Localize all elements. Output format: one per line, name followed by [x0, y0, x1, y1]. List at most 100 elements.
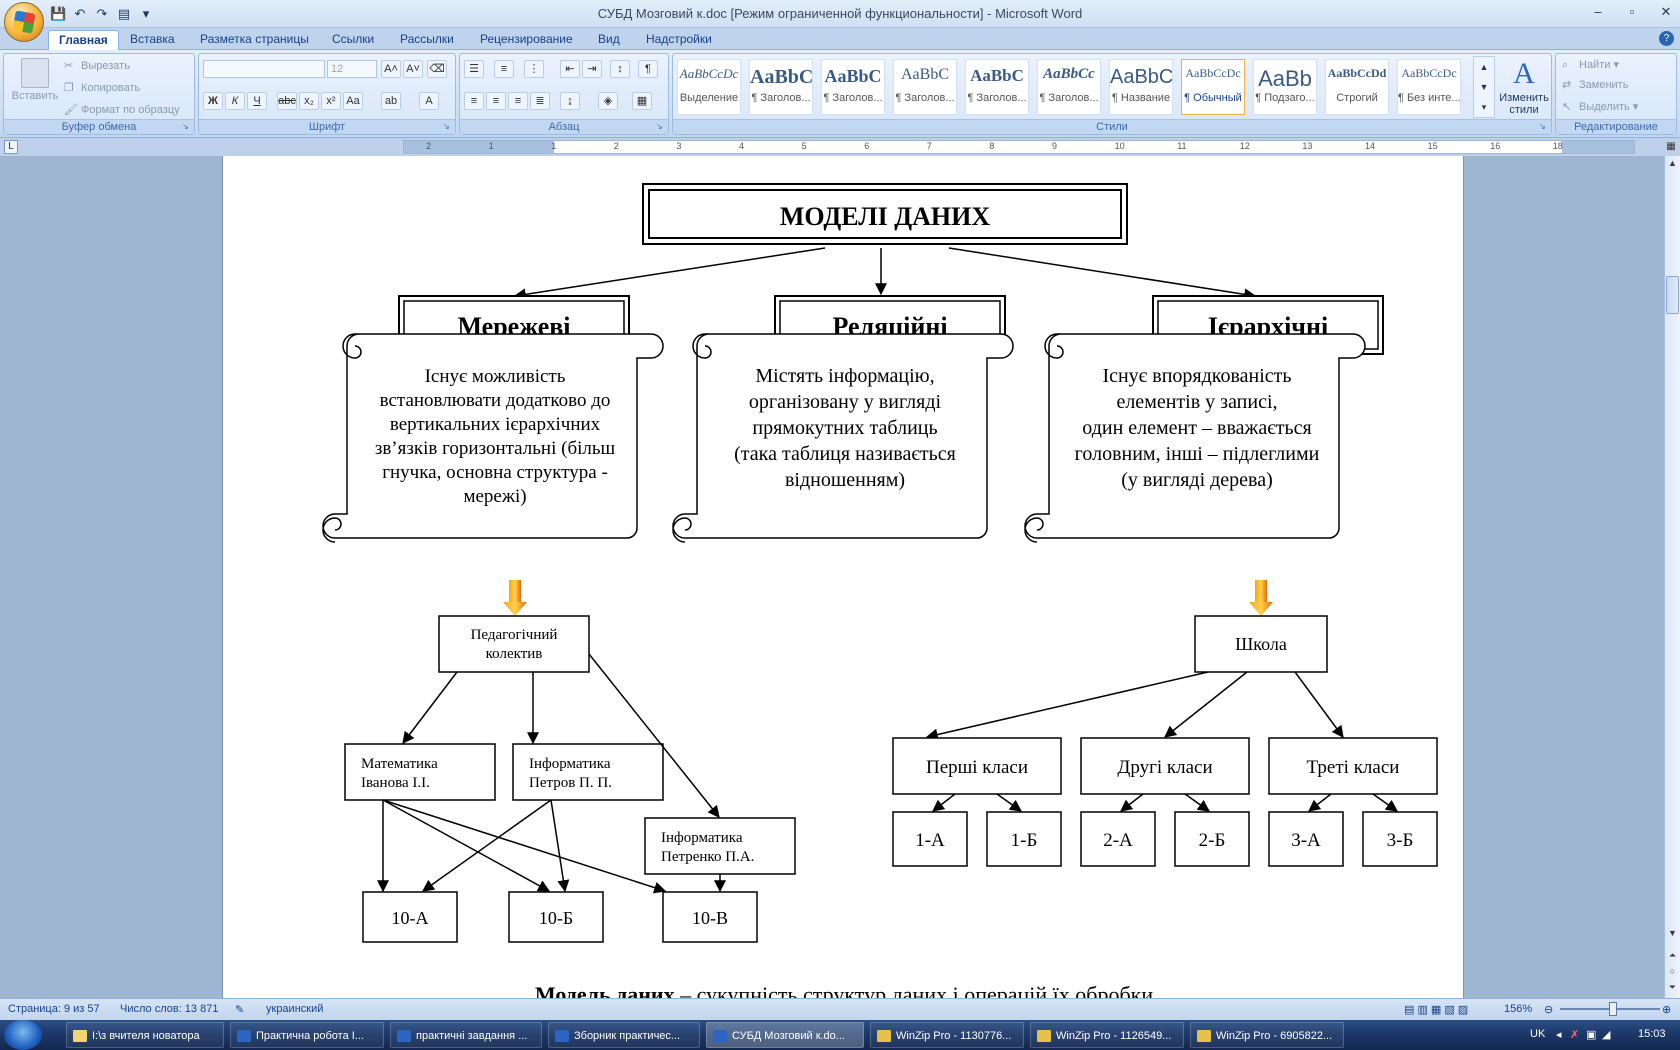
align-right-icon[interactable]: ≡ — [508, 92, 528, 110]
select-button[interactable]: ↖Выделить ▾ — [1562, 101, 1639, 114]
clear-format-icon[interactable]: ⌫ — [427, 60, 447, 78]
change-styles-button[interactable]: A Изменить стили — [1495, 56, 1553, 116]
taskbar-item[interactable]: WinZip Pro - 1130776... — [870, 1022, 1024, 1048]
undo-icon[interactable]: ↶ — [74, 6, 86, 21]
highlight-icon[interactable]: ab — [381, 92, 401, 110]
replace-button[interactable]: ⇄Заменить — [1562, 79, 1628, 91]
format-painter-button[interactable]: 🖌Формат по образцу — [64, 104, 180, 116]
tray-clock[interactable]: 15:03 — [1638, 1028, 1666, 1040]
start-button[interactable] — [4, 1020, 42, 1050]
paste-button[interactable]: Вставить — [10, 58, 60, 102]
zoom-out-icon[interactable]: ⊖ — [1544, 1004, 1554, 1016]
subscript-icon[interactable]: x₂ — [299, 92, 319, 110]
taskbar-item[interactable]: Практична робота І... — [230, 1022, 384, 1048]
zoom-in-icon[interactable]: ⊕ — [1662, 1004, 1672, 1016]
style-item[interactable]: AaBbC¶ Заголов... — [821, 59, 885, 115]
style-item[interactable]: AaBb¶ Подзаго... — [1253, 59, 1317, 115]
multilevel-list-icon[interactable]: ⋮ — [524, 60, 544, 78]
office-button[interactable] — [4, 2, 44, 42]
font-name-combo[interactable] — [203, 60, 325, 78]
antivirus-icon[interactable]: ✗ — [1570, 1029, 1580, 1041]
taskbar-item[interactable]: I:\з вчителя новатора — [66, 1022, 224, 1048]
style-item[interactable]: AaBbCcDc¶ Обычный — [1181, 59, 1245, 115]
tab-references[interactable]: Ссылки — [332, 32, 375, 46]
customize-icon[interactable]: ▾ — [142, 6, 150, 21]
tab-page-layout[interactable]: Разметка страницы — [200, 32, 309, 46]
strikethrough-icon[interactable]: abc — [277, 92, 297, 110]
bold-icon[interactable]: Ж — [203, 92, 223, 110]
superscript-icon[interactable]: x² — [321, 92, 341, 110]
tab-view[interactable]: Вид — [598, 32, 620, 46]
italic-icon[interactable]: К — [225, 92, 245, 110]
bullets-icon[interactable]: ☰ — [464, 60, 484, 78]
underline-icon[interactable]: Ч — [247, 92, 267, 110]
style-item[interactable]: AaBbCc¶ Заголов... — [1037, 59, 1101, 115]
scroll-up-icon[interactable]: ▲ — [1668, 158, 1677, 168]
language-indicator[interactable]: украинский — [266, 1003, 324, 1015]
font-size-combo[interactable]: 12 — [327, 60, 377, 78]
taskbar-item[interactable]: СУБД Мозговий к.do... — [706, 1022, 864, 1048]
scroll-thumb[interactable] — [1666, 276, 1679, 314]
maximize-icon[interactable]: ▫ — [1629, 4, 1635, 19]
minimize-icon[interactable]: – — [1594, 4, 1602, 19]
zoom-level[interactable]: 156% — [1504, 1003, 1533, 1015]
dialog-launcher-icon[interactable]: ↘ — [1539, 122, 1546, 131]
redo-icon[interactable]: ↷ — [96, 6, 108, 21]
show-marks-icon[interactable]: ¶ — [638, 60, 658, 78]
view-buttons[interactable]: ▤ ▥ ▦ ▧ ▨ — [1404, 1004, 1469, 1016]
tab-mailings[interactable]: Рассылки — [400, 32, 454, 46]
justify-icon[interactable]: ≣ — [530, 92, 550, 110]
next-page-icon[interactable]: ⏷ — [1668, 982, 1677, 992]
decrease-indent-icon[interactable]: ⇤ — [560, 60, 580, 78]
taskbar-item[interactable]: WinZip Pro - 6905822... — [1190, 1022, 1344, 1048]
taskbar-item[interactable]: практичні завдання ... — [390, 1022, 542, 1048]
style-item[interactable]: AaBbC¶ Название — [1109, 59, 1173, 115]
numbering-icon[interactable]: ≡ — [494, 60, 514, 78]
tray-language[interactable]: UK — [1530, 1028, 1546, 1040]
taskbar-item[interactable]: WinZip Pro - 1126549... — [1030, 1022, 1184, 1048]
increase-indent-icon[interactable]: ⇥ — [582, 60, 602, 78]
save-icon[interactable]: 💾 — [50, 6, 67, 21]
tab-insert[interactable]: Вставка — [130, 32, 175, 46]
style-item[interactable]: AaBbC¶ Заголов... — [965, 59, 1029, 115]
copy-button[interactable]: ❐Копировать — [64, 82, 140, 94]
borders-icon[interactable]: ▦ — [632, 92, 652, 110]
dialog-launcher-icon[interactable]: ↘ — [656, 122, 663, 131]
grow-font-icon[interactable]: A˄ — [381, 60, 401, 78]
tab-review[interactable]: Рецензирование — [480, 32, 573, 46]
page-indicator[interactable]: Страница: 9 из 57 — [8, 1003, 100, 1015]
dialog-launcher-icon[interactable]: ↘ — [182, 122, 189, 131]
view-ruler-icon[interactable]: ▦ — [1666, 141, 1676, 152]
style-item[interactable]: AaBbC¶ Заголов... — [893, 59, 957, 115]
gallery-scroll[interactable]: ▲▼▾ — [1473, 56, 1495, 118]
tab-addins[interactable]: Надстройки — [646, 32, 712, 46]
find-button[interactable]: ⌕Найти ▾ — [1562, 59, 1619, 72]
vertical-scrollbar[interactable]: ▲ ▼ ⏶ ○ ⏷ — [1664, 156, 1680, 998]
line-spacing-icon[interactable]: ↨ — [560, 92, 580, 110]
dialog-launcher-icon[interactable]: ↘ — [443, 122, 450, 131]
browse-object-icon[interactable]: ○ — [1669, 966, 1676, 976]
document-page[interactable]: МОДЕЛІ ДАНИХ Мережеві Реляційні Ієрархіч… — [222, 156, 1464, 998]
style-item[interactable]: AaBbC¶ Заголов... — [749, 59, 813, 115]
help-icon[interactable]: ? — [1659, 31, 1674, 46]
spellcheck-icon[interactable]: ✎ — [235, 1004, 245, 1016]
shading-icon[interactable]: ◈ — [598, 92, 618, 110]
prev-page-icon[interactable]: ⏶ — [1668, 950, 1677, 960]
font-color-icon[interactable]: A — [419, 92, 439, 110]
change-case-icon[interactable]: Aa — [343, 92, 363, 110]
shrink-font-icon[interactable]: A˅ — [403, 60, 423, 78]
volume-icon[interactable]: ◢ — [1602, 1029, 1611, 1041]
scroll-down-icon[interactable]: ▼ — [1668, 928, 1677, 938]
print-icon[interactable]: ▤ — [117, 6, 131, 21]
network-icon[interactable]: ▣ — [1586, 1029, 1597, 1041]
zoom-slider-knob[interactable] — [1609, 1002, 1617, 1016]
tab-home[interactable]: Главная — [48, 30, 119, 50]
tab-selector-icon[interactable]: L — [4, 140, 18, 154]
taskbar-item[interactable]: Збоpник практичес... — [548, 1022, 700, 1048]
tray-arrow-icon[interactable]: ◂ — [1556, 1029, 1562, 1041]
close-icon[interactable]: ✕ — [1660, 4, 1672, 19]
cut-button[interactable]: ✂Вырезать — [64, 60, 130, 72]
